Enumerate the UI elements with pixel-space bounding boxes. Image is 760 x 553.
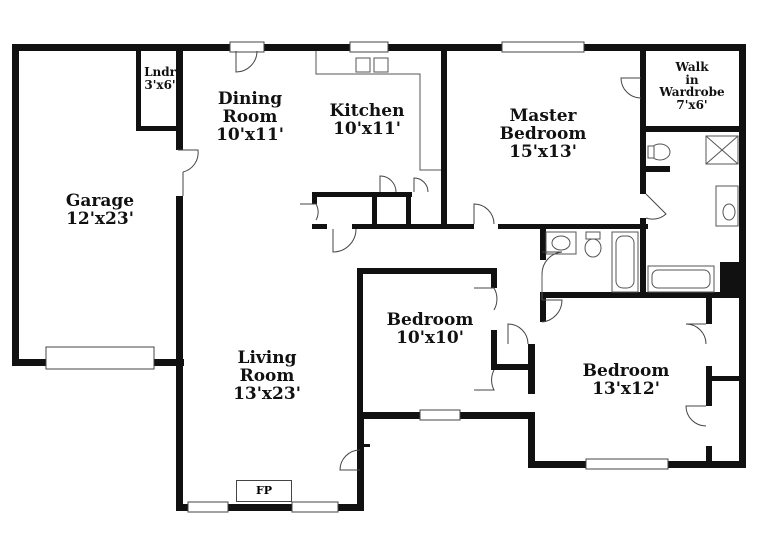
label-garage: Garage 12'x23' — [55, 191, 145, 229]
dining-name-1: Dining — [217, 89, 283, 109]
door-swings — [178, 50, 707, 471]
bath-fixtures — [545, 135, 739, 293]
wardrobe-name-2: in — [685, 72, 699, 87]
kitchen-name: Kitchen — [329, 101, 405, 121]
living-name-1: Living — [237, 348, 297, 368]
laundry-dim: 3'x6' — [144, 77, 176, 92]
label-dining: Dining Room 10'x11' — [205, 89, 295, 145]
kitchen-counters — [315, 51, 441, 171]
wardrobe-dim: 7'x6' — [676, 97, 708, 112]
living-name-2: Room — [239, 365, 295, 386]
master-name-2: Bedroom — [499, 123, 587, 144]
label-bedroom-2: Bedroom 13'x12' — [576, 361, 676, 399]
master-name-1: Master — [509, 106, 577, 126]
label-living-room: Living Room 13'x23' — [222, 348, 312, 404]
garage-name: Garage — [65, 191, 135, 211]
label-bedroom-1: Bedroom 10'x10' — [380, 310, 480, 348]
bedroom1-dim: 10'x10' — [396, 327, 464, 348]
windows — [45, 41, 669, 513]
dining-name-2: Room — [222, 106, 278, 127]
label-kitchen: Kitchen 10'x11' — [322, 101, 412, 139]
dining-dim: 10'x11' — [216, 124, 284, 145]
living-dim: 13'x23' — [233, 383, 301, 404]
label-master-bedroom: Master Bedroom 15'x13' — [488, 106, 598, 162]
wardrobe-name-3: Wardrobe — [659, 85, 725, 100]
label-wardrobe: Walk in Wardrobe 7'x6' — [652, 61, 732, 111]
master-dim: 15'x13' — [509, 141, 577, 162]
fireplace: FP — [236, 480, 292, 502]
label-laundry: Lndr 3'x6' — [140, 66, 180, 91]
kitchen-dim: 10'x11' — [333, 118, 401, 139]
bedroom2-dim: 13'x12' — [592, 378, 660, 399]
garage-dim: 12'x23' — [66, 208, 134, 229]
wardrobe-name-1: Walk — [675, 60, 709, 74]
laundry-name: Lndr — [144, 65, 176, 79]
bedroom2-name: Bedroom — [582, 361, 670, 381]
bedroom1-name: Bedroom — [386, 310, 474, 330]
interior-walls — [136, 44, 746, 464]
